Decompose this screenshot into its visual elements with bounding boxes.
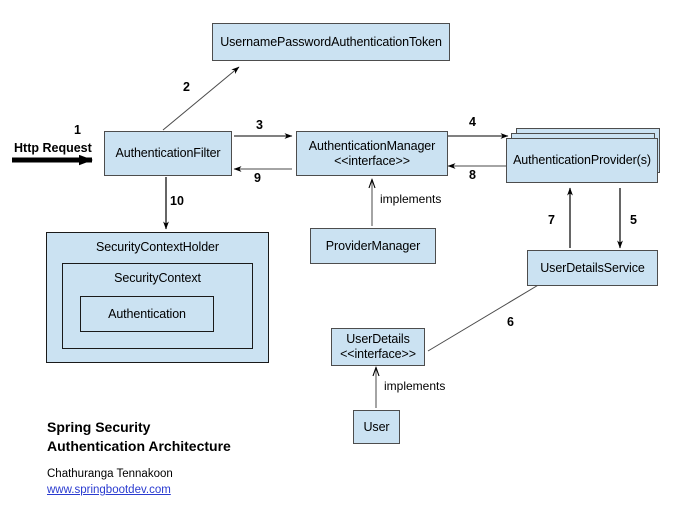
node-label: ProviderManager bbox=[325, 238, 421, 253]
arrow-2-filter-to-token bbox=[162, 66, 240, 131]
node-authentication-filter[interactable]: AuthenticationFilter bbox=[104, 131, 232, 176]
node-user-details[interactable]: UserDetails <<interface>> bbox=[331, 328, 425, 366]
diagram-author: Chathuranga Tennakoon bbox=[47, 468, 173, 480]
label-http-request: Http Request bbox=[14, 141, 92, 155]
node-authentication-manager[interactable]: AuthenticationManager <<interface>> bbox=[296, 131, 448, 176]
label-edge-2: 2 bbox=[183, 80, 190, 94]
label-edge-3: 3 bbox=[256, 118, 263, 132]
diagram-title-line1: Spring Security bbox=[47, 419, 151, 435]
node-label: SecurityContext bbox=[114, 271, 201, 285]
node-user[interactable]: User bbox=[353, 410, 400, 444]
label-edge-8: 8 bbox=[469, 168, 476, 182]
node-label: User bbox=[363, 419, 390, 434]
node-label: UsernamePasswordAuthenticationToken bbox=[220, 34, 442, 49]
node-label: AuthenticationFilter bbox=[115, 146, 221, 161]
label-edge-1: 1 bbox=[74, 123, 81, 137]
label-edge-5: 5 bbox=[630, 213, 637, 227]
arrow-6-user-details-to-service bbox=[427, 283, 541, 352]
node-authentication[interactable]: Authentication bbox=[80, 296, 214, 332]
node-stereotype: <<interface>> bbox=[340, 347, 416, 361]
label-edge-9: 9 bbox=[254, 171, 261, 185]
node-label: SecurityContextHolder bbox=[96, 240, 219, 254]
node-label: AuthenticationManager bbox=[308, 138, 436, 153]
node-label: Authentication bbox=[108, 307, 186, 321]
label-edge-6: 6 bbox=[507, 315, 514, 329]
node-provider-manager[interactable]: ProviderManager bbox=[310, 228, 436, 264]
label-edge-4: 4 bbox=[469, 115, 476, 129]
label-implements-provider-manager: implements bbox=[380, 192, 442, 206]
diagram-title-line2: Authentication Architecture bbox=[47, 437, 231, 454]
node-label: UserDetails bbox=[346, 332, 410, 347]
node-stereotype: <<interface>> bbox=[334, 153, 410, 168]
label-edge-10: 10 bbox=[170, 194, 184, 208]
node-label: UserDetailsService bbox=[540, 260, 645, 275]
diagram-link[interactable]: www.springbootdev.com bbox=[47, 484, 171, 496]
diagram-title: Spring Security Authentication Architect… bbox=[47, 418, 231, 456]
node-label: AuthenticationProvider(s) bbox=[513, 153, 651, 168]
node-username-password-authentication-token[interactable]: UsernamePasswordAuthenticationToken bbox=[212, 23, 450, 61]
label-edge-7: 7 bbox=[548, 213, 555, 227]
node-user-details-service[interactable]: UserDetailsService bbox=[527, 250, 658, 286]
label-implements-user: implements bbox=[384, 379, 446, 393]
node-authentication-provider[interactable]: AuthenticationProvider(s) bbox=[506, 138, 658, 183]
